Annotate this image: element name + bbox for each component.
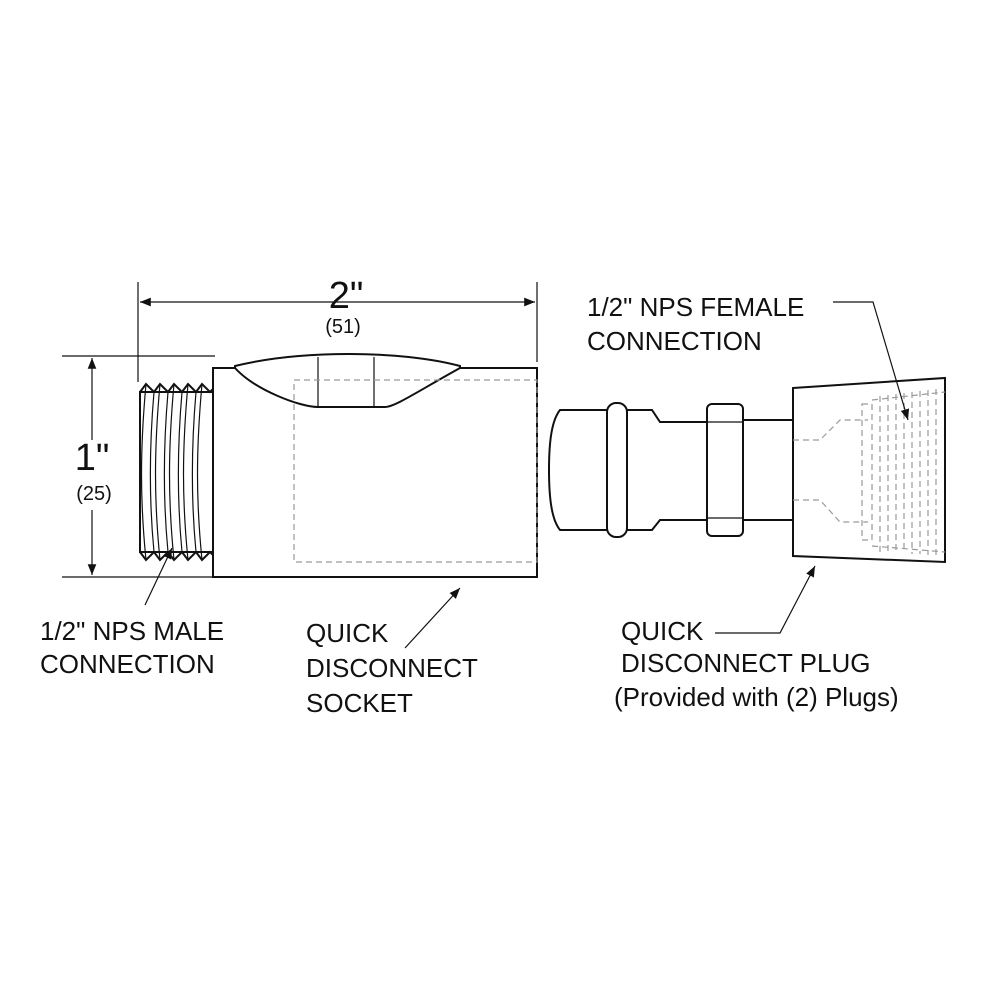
male-connection-line-1: 1/2" NPS MALE [40,616,224,646]
plug-neck [742,419,794,521]
thread-crests-bottom [139,550,215,562]
height-dimension: 1" (25) [62,355,215,578]
female-connection-line-1: 1/2" NPS FEMALE [587,292,804,322]
thread-root-1 [149,391,155,553]
female-recess-hidden [861,403,873,541]
plug-line-3: (Provided with (2) Plugs) [614,682,899,712]
plug-leader [715,565,816,634]
socket [212,353,538,578]
thread-root-2 [163,391,169,553]
male-thread-body [139,391,215,553]
female-bore-hidden-top [793,419,868,441]
length-dimension: 2" (51) [137,275,538,382]
female-connection-callout: 1/2" NPS FEMALE CONNECTION [587,292,804,356]
plug-line-1: QUICK [621,616,704,646]
socket-line-1: QUICK [306,618,389,648]
height-label-backdrop [68,440,118,510]
socket-bore-hidden [293,379,538,563]
socket-line-3: SOCKET [306,688,413,718]
female-connection-line-2: CONNECTION [587,326,762,356]
thread-curve-4 [182,383,189,561]
plug [547,376,946,564]
thread-crests-top [139,382,215,394]
socket-leader [404,587,461,649]
thread-curve-5 [196,383,203,561]
height-mm-label: (25) [76,483,112,505]
female-connection-leader [833,301,910,421]
plug-callout: QUICK DISCONNECT PLUG (Provided with (2)… [614,616,899,712]
female-thread-bounds-hidden [871,391,946,553]
plug-oring [606,402,628,538]
male-connection-line-2: CONNECTION [40,649,215,679]
thread-root-3 [177,391,183,553]
female-thread-hidden [879,389,937,555]
plug-female-body [792,376,946,564]
length-mm-label: (51) [325,316,361,338]
thread-curve-2 [154,383,161,561]
plug-line-2: DISCONNECT PLUG [621,648,870,678]
female-bore-hidden-bottom [793,499,868,523]
thread-curve-1 [140,383,147,561]
socket-callout: QUICK DISCONNECT SOCKET [306,618,478,718]
male-connection-callout: 1/2" NPS MALE CONNECTION [40,616,224,679]
thread-curve-3 [168,383,175,561]
leaders [144,301,910,649]
male-connection-leader [144,547,173,606]
plug-hex [706,403,744,537]
plug-shank [626,409,709,531]
socket-line-2: DISCONNECT [306,653,478,683]
thread-root-4 [191,391,197,553]
plug-nose [547,409,609,531]
height-inches-label: 1" [75,437,110,479]
length-inches-label: 2" [329,275,364,317]
